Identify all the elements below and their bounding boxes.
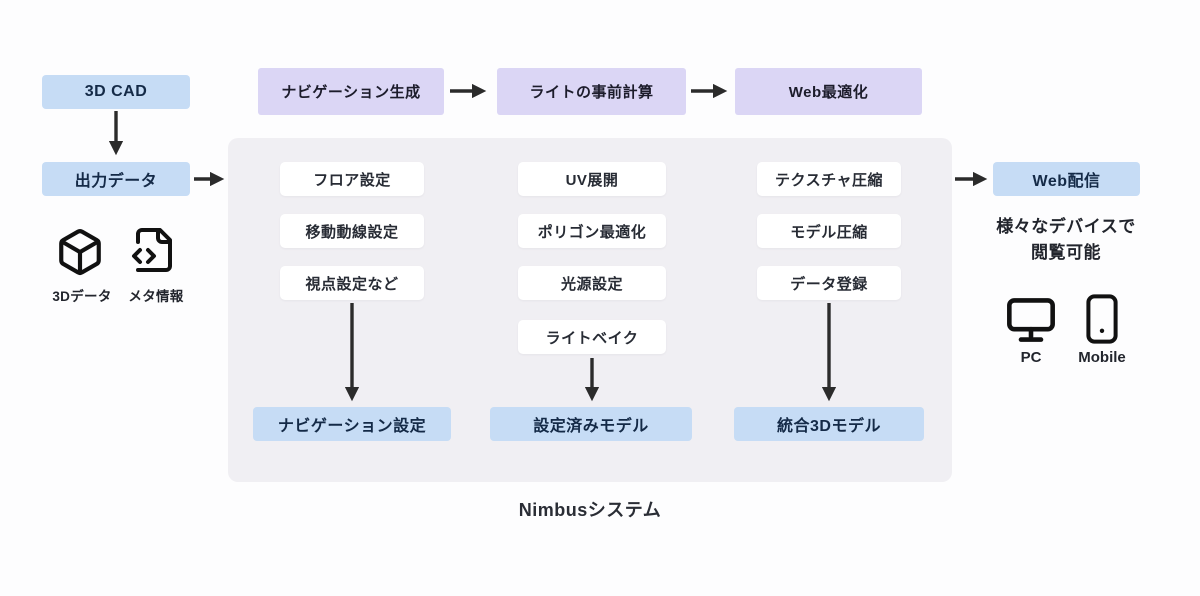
task-viewpoint-setting: 視点設定など (280, 266, 424, 300)
step-web-optimization: Web最適化 (735, 68, 922, 115)
smartphone-icon (1086, 294, 1118, 344)
task-light-bake: ライトベイク (518, 320, 666, 354)
step-light-precompute: ライトの事前計算 (497, 68, 686, 115)
task-model-compression: モデル圧縮 (757, 214, 901, 248)
step-navigation-generation: ナビゲーション生成 (258, 68, 444, 115)
task-uv-unwrap: UV展開 (518, 162, 666, 196)
task-data-registration: データ登録 (757, 266, 901, 300)
cube-icon (55, 226, 105, 278)
result-navigation-setting: ナビゲーション設定 (253, 407, 451, 441)
file-code-icon (130, 220, 178, 280)
delivery-caption: 様々なデバイスで 閲覧可能 (966, 214, 1166, 267)
device-label-pc: PC (1020, 349, 1042, 366)
system-title: Nimbusシステム (518, 500, 662, 520)
task-texture-compression: テクスチャ圧縮 (757, 162, 901, 196)
node-3d-cad: 3D CAD (42, 75, 190, 109)
task-movement-line-setting: 移動動線設定 (280, 214, 424, 248)
asset-label-meta-info: メタ情報 (128, 289, 184, 304)
task-polygon-optimization: ポリゴン最適化 (518, 214, 666, 248)
delivery-caption-line2: 閲覧可能 (1031, 243, 1101, 263)
result-integrated-3d-model: 統合3Dモデル (734, 407, 924, 441)
node-web-delivery: Web配信 (993, 162, 1140, 196)
device-label-mobile: Mobile (1078, 349, 1126, 366)
asset-label-3d-data: 3Dデータ (52, 289, 112, 304)
delivery-caption-line1: 様々なデバイスで (996, 217, 1136, 236)
task-light-source-setting: 光源設定 (518, 266, 666, 300)
result-configured-model: 設定済みモデル (490, 407, 692, 441)
task-floor-setting: フロア設定 (280, 162, 424, 196)
monitor-icon (1006, 297, 1056, 343)
node-output-data: 出力データ (42, 162, 190, 196)
